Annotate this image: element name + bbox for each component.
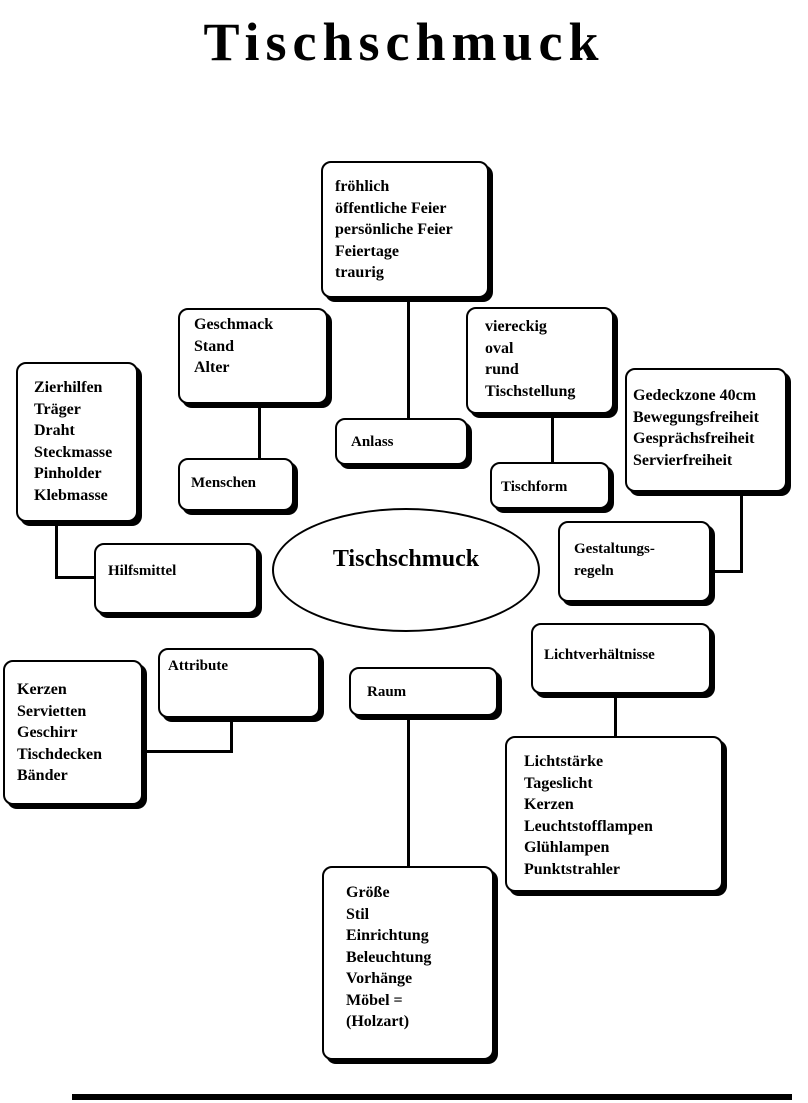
attribute-item: Servietten [17, 702, 87, 720]
anlass-item: persönliche Feier [335, 221, 453, 238]
hilfsmittel-item: Zierhilfen [34, 379, 103, 396]
lichtverhaeltnisse-details-box: Lichtstärke Tageslicht Kerzen Leuchtstof… [505, 736, 723, 892]
tischform-item: Tischstellung [485, 382, 576, 400]
raum-item: Möbel = [346, 991, 403, 1009]
raum-item: Größe [346, 884, 390, 901]
attribute-item: Kerzen [17, 681, 67, 698]
gestaltungsregeln-label: Gestaltungs- regeln [574, 541, 655, 579]
hilfsmittel-item: Klebmasse [34, 486, 108, 504]
raum-item: Einrichtung [346, 927, 429, 944]
anlass-label: Anlass [351, 434, 394, 450]
tischform-details-box: viereckig oval rund Tischstellung [466, 307, 614, 414]
hilfsmittel-node: Hilfsmittel [94, 543, 258, 614]
gestaltungsregeln-item: Servierfreiheit [633, 451, 733, 469]
menschen-item: Geschmack [194, 316, 274, 333]
tischform-item: viereckig [485, 318, 547, 335]
connector-line [258, 404, 261, 458]
lichtverhaeltnisse-item: Leuchtstofflampen [524, 817, 653, 835]
attribute-item: Bänder [17, 767, 68, 784]
raum-item: Vorhänge [346, 970, 413, 987]
tischform-item: rund [485, 361, 519, 378]
attribute-item: Tischdecken [17, 745, 103, 763]
lichtverhaeltnisse-node: Lichtverhältnisse [531, 623, 711, 694]
raum-label: Raum [367, 684, 407, 700]
lichtverhaeltnisse-item: Kerzen [524, 796, 574, 813]
menschen-node: Menschen [178, 458, 294, 511]
bottom-rule [72, 1094, 792, 1100]
lichtverhaeltnisse-item: Punktstrahler [524, 860, 620, 878]
lichtverhaeltnisse-item: Tageslicht [524, 774, 593, 792]
gestaltungsregeln-details-box: Gedeckzone 40cm Bewegungsfreiheit Gesprä… [625, 368, 787, 492]
connector-line [740, 492, 743, 572]
connector-line [407, 716, 410, 866]
connector-line [712, 570, 743, 573]
anlass-node: Anlass [335, 418, 468, 465]
anlass-item: öffentliche Feier [335, 199, 447, 217]
hilfsmittel-item: Steckmasse [34, 443, 113, 461]
central-topic-ellipse: Tischschmuck [272, 508, 540, 632]
connector-line [551, 414, 554, 462]
gestaltungsregeln-item: Bewegungsfreiheit [633, 408, 759, 426]
raum-details-box: Größe Stil Einrichtung Beleuchtung Vorhä… [322, 866, 494, 1060]
lichtverhaeltnisse-item: Lichtstärke [524, 753, 604, 770]
connector-line [230, 718, 233, 752]
menschen-item: Stand [194, 337, 235, 355]
anlass-details-box: fröhlich öffentliche Feier persönliche F… [321, 161, 489, 298]
central-topic-label: Tischschmuck [332, 546, 480, 572]
hilfsmittel-item: Draht [34, 422, 75, 439]
tischform-label: Tischform [501, 479, 568, 495]
raum-item: Stil [346, 905, 370, 923]
menschen-item: Alter [194, 359, 230, 376]
hilfsmittel-details-box: Zierhilfen Träger Draht Steckmasse Pinho… [16, 362, 138, 522]
hilfsmittel-item: Pinholder [34, 465, 102, 482]
connector-line [55, 522, 58, 578]
menschen-details-box: Geschmack Stand Alter [178, 308, 328, 404]
gestaltungsregeln-node: Gestaltungs- regeln [558, 521, 711, 602]
attribute-node: Attribute [158, 648, 320, 718]
raum-item: (Holzart) [346, 1013, 410, 1030]
attribute-details-box: Kerzen Servietten Geschirr Tischdecken B… [3, 660, 143, 805]
lichtverhaeltnisse-label: Lichtverhältnisse [544, 647, 655, 663]
connector-line [614, 694, 617, 736]
raum-item: Beleuchtung [346, 948, 432, 966]
anlass-item: fröhlich [335, 178, 390, 195]
gestaltungsregeln-item: Gesprächsfreiheit [633, 430, 755, 447]
raum-node: Raum [349, 667, 498, 716]
connector-line [407, 298, 410, 418]
anlass-item: traurig [335, 264, 384, 281]
attribute-label: Attribute [168, 658, 228, 674]
hilfsmittel-item: Träger [34, 400, 81, 418]
tischform-node: Tischform [490, 462, 610, 509]
hilfsmittel-label: Hilfsmittel [108, 563, 177, 579]
gestaltungsregeln-item: Gedeckzone 40cm [633, 387, 757, 404]
anlass-item: Feiertage [335, 242, 399, 260]
connector-line [143, 750, 233, 753]
tischform-item: oval [485, 339, 514, 357]
lichtverhaeltnisse-item: Glühlampen [524, 839, 610, 856]
attribute-item: Geschirr [17, 724, 78, 741]
connector-line [55, 576, 95, 579]
page-title: Tischschmuck [203, 12, 605, 72]
menschen-label: Menschen [191, 475, 256, 491]
